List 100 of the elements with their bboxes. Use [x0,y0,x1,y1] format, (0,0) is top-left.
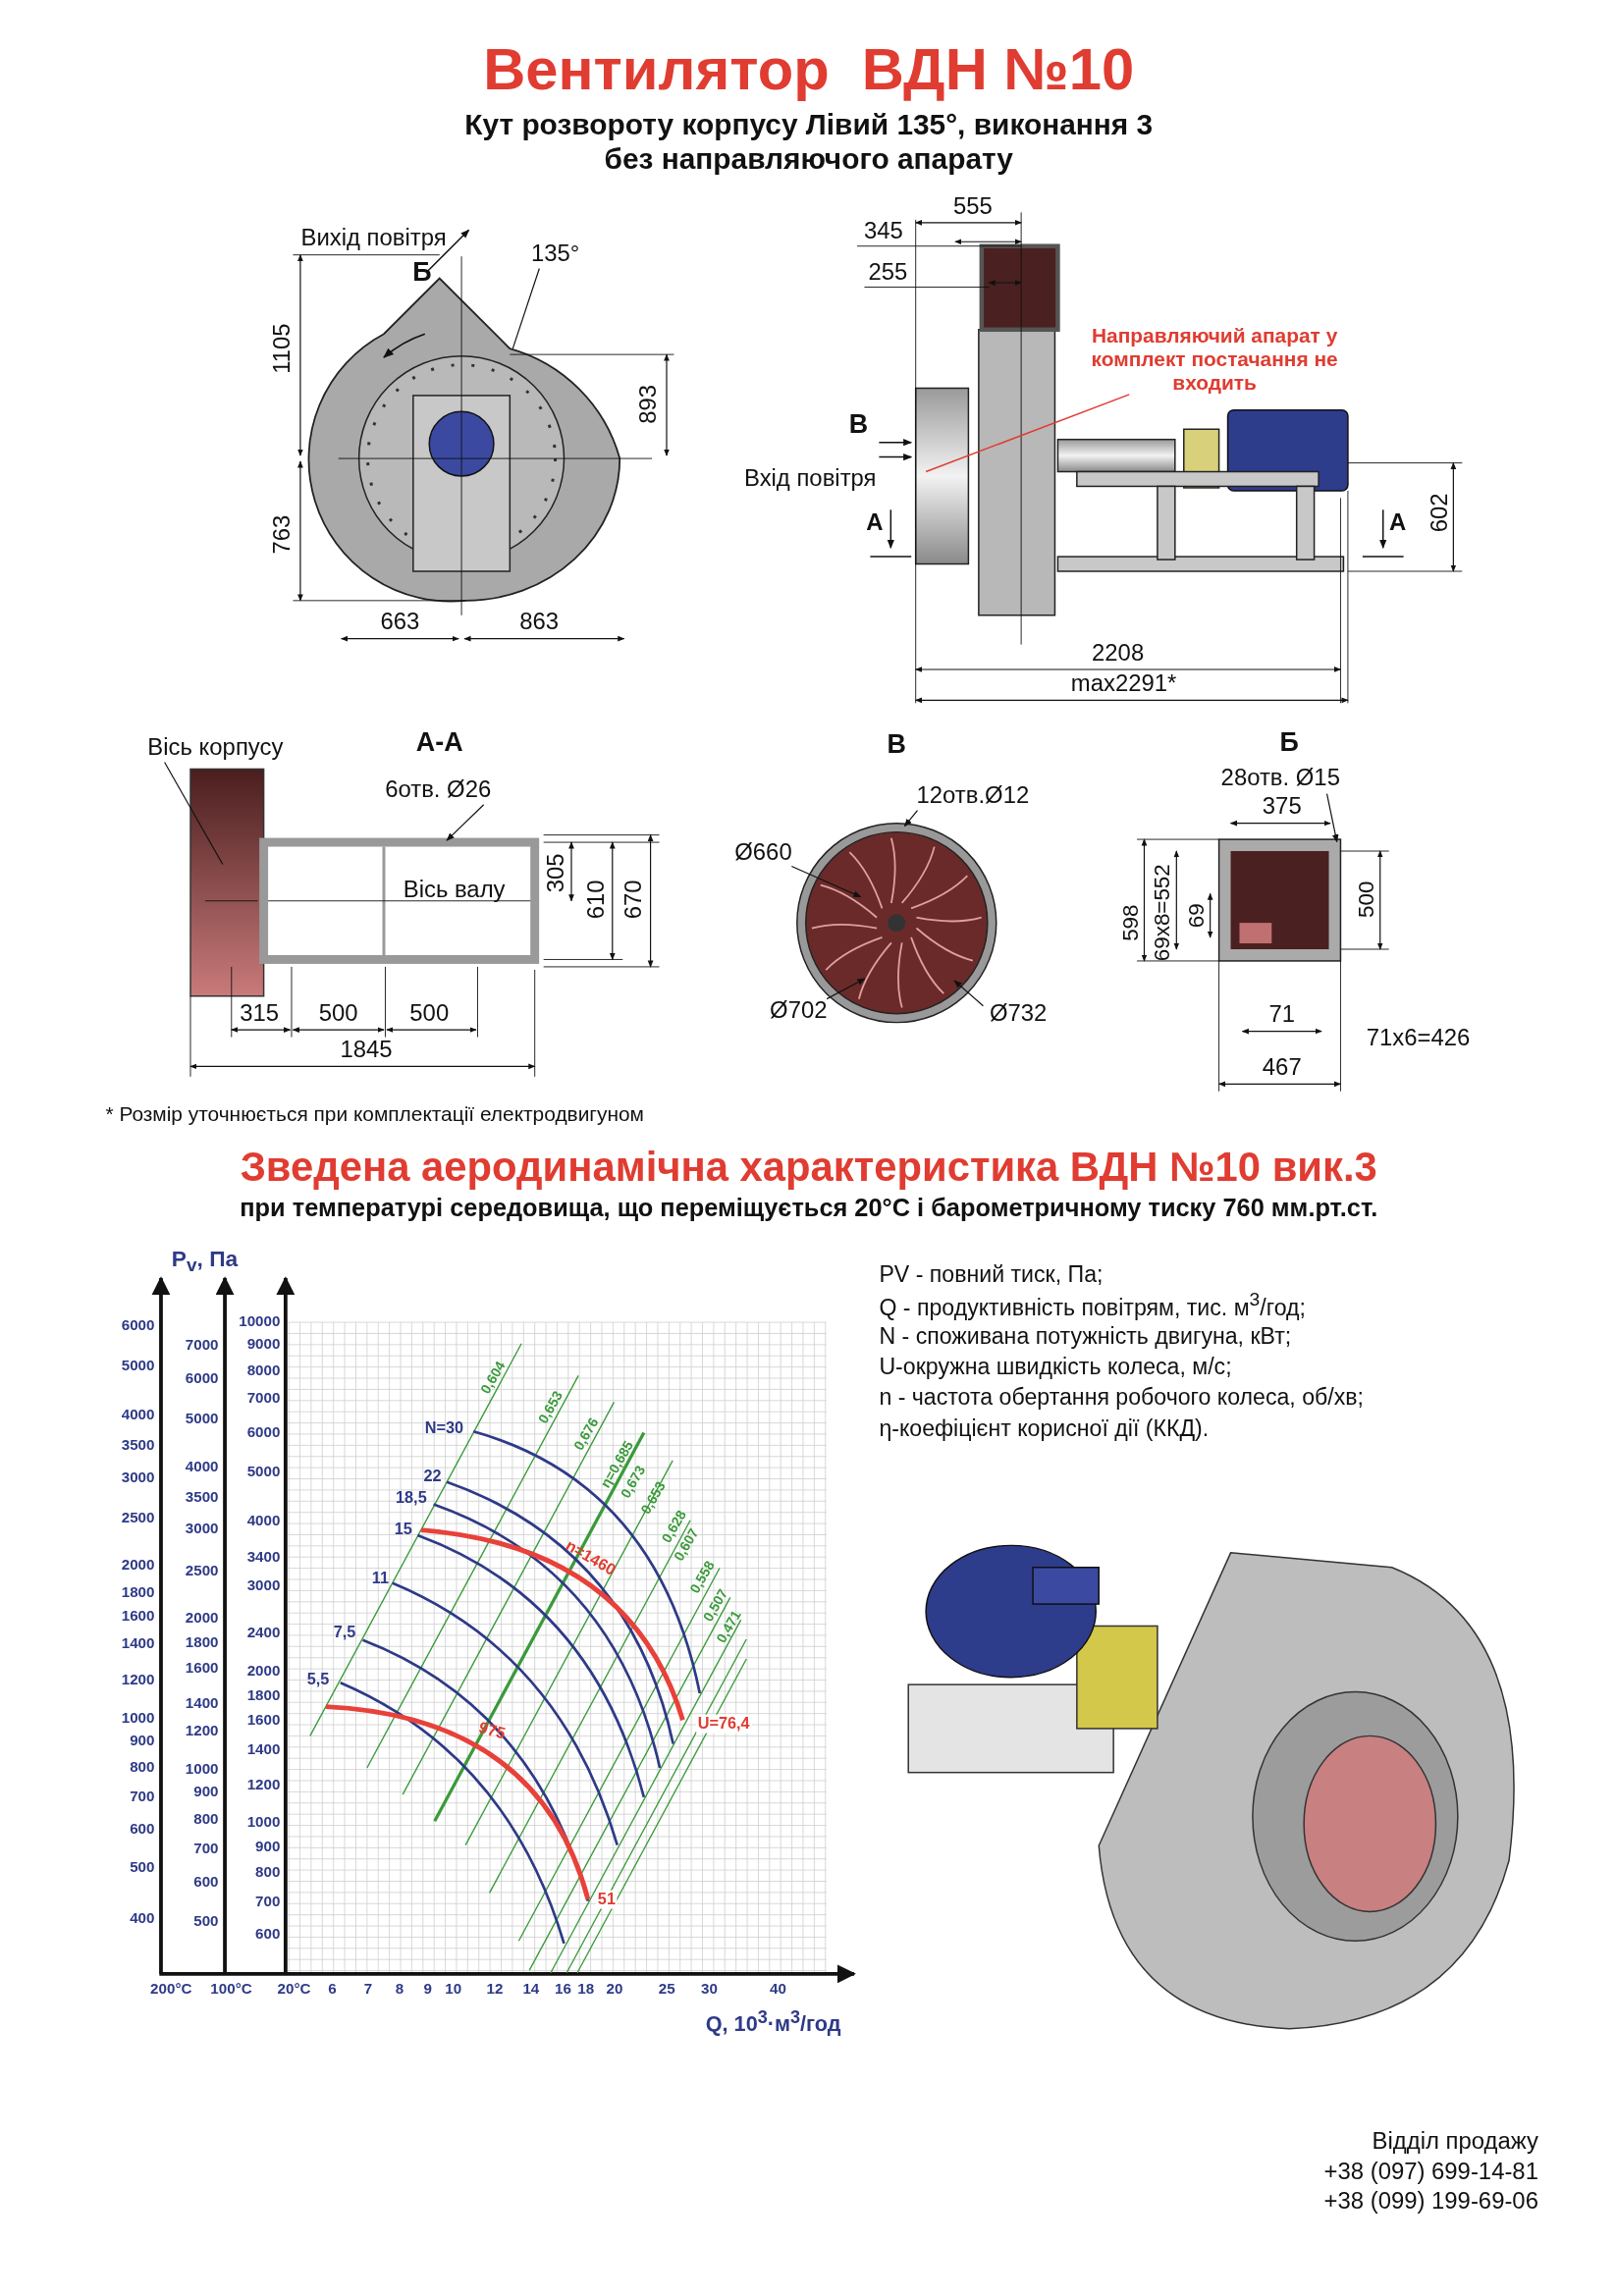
axis-tick-label: 12 [486,1979,504,1998]
dimension-text: 500 [318,999,358,1028]
callout-label: Ø660 [729,839,797,867]
axis-tick-label: 900 [255,1837,281,1855]
section-marker: А [1389,509,1407,537]
legend-note: Q - продуктивність повітрям, тис. м$^{3}$/год; [879,1290,1306,1321]
axis-tick-label: 6000 [185,1368,219,1387]
axis-tick-label: 1200 [121,1670,155,1688]
dimension-text: 71х6=426 [1366,1025,1471,1052]
leader-line [903,810,919,828]
curve-label: 11 [371,1568,389,1587]
axis-tick-label: 4000 [185,1458,219,1475]
section-title: А-А [415,727,463,759]
dimension-text: 598 [1116,904,1143,941]
axis-tick-label: 800 [130,1757,155,1775]
axis-tick-label: 20°С [277,1979,311,1998]
dimension-text: 255 [868,258,908,287]
dimension-text: 69 [1182,903,1209,929]
subtitle: при температурі середовища, що переміщується 20°С і барометричному тиску 760 мм.рт.ст. [240,1194,1378,1223]
axis-tick-label: 2000 [246,1661,281,1679]
dimension-text: 500 [409,999,450,1028]
dimension-text: 1845 [340,1037,393,1064]
dimension-text: 863 [519,609,560,636]
dimension-text: 375 [1262,793,1302,821]
view-marker: В [848,409,869,441]
contact-text: +38 (097) 699-14-81 [1323,2159,1538,2186]
axis-tick-label: 1400 [121,1634,155,1652]
axis-tick-label: 4000 [121,1406,155,1423]
legend-note: η-коефіцієнт корисної дії (ККД). [879,1415,1210,1442]
axis-tick-label: 5000 [121,1357,155,1374]
axis-tick-label: 800 [193,1810,219,1828]
axis-tick-label: 6 [328,1979,337,1998]
axis-tick-label: 700 [193,1839,219,1856]
leader-line [790,865,862,898]
legend-note: U-окружна швидкість колеса, м/с; [879,1354,1232,1380]
section-marker: А [866,509,884,537]
axis-tick-label: 5000 [246,1463,281,1480]
axis-tick-label: 1600 [121,1606,155,1624]
axis-tick-label: 1800 [121,1582,155,1601]
flow-label: Вхід повітря [743,465,877,493]
legend-note: n - частота обертання робочого колеса, об/хв; [879,1384,1365,1411]
axis-tick-label: 2000 [121,1555,155,1573]
axis-tick-label: 900 [193,1783,219,1800]
axis-tick-label: 30 [701,1979,718,1998]
axis-tick-label: 2000 [185,1608,219,1627]
axis-tick-label: 800 [255,1862,281,1880]
axis-tick-label: 500 [130,1858,155,1876]
axis-tick-label: 20 [606,1979,623,1998]
legend-note: N - споживана потужність двигуна, кВт; [879,1322,1292,1350]
dimension-text: 315 [240,999,280,1028]
axis-tick-label: 6000 [121,1315,155,1333]
axis-tick-label: 9 [423,1979,432,1998]
leader-line [953,980,985,1007]
leader-line [446,804,485,841]
axis-tick-label: 7000 [185,1335,219,1353]
dimension-text: 2208 [1092,639,1145,667]
axis-tick-label: 1400 [246,1740,281,1758]
dimension-text: 305 [543,853,569,893]
axis-title: Q, 10$^{3}$·м$^{3}$/год [705,2006,841,2036]
curve-label: 51 [596,1889,618,1908]
axis-tick-label: 3000 [121,1468,155,1486]
axis-tick-label: 1000 [246,1812,281,1831]
axis-tick-label: 4000 [246,1511,281,1528]
section-title: В [887,728,906,760]
callout-label: Ø732 [984,1000,1052,1028]
curve-label: 15 [394,1519,412,1538]
axis-tick-label: 200°С [150,1979,192,1998]
view-marker: Б [412,257,432,288]
axis-tick-label: 600 [130,1820,155,1838]
dimension-text: 602 [1427,493,1453,533]
footnote: * Розмір уточнюється при комплектації електродвигуном [105,1101,644,1126]
dimension-text: 763 [269,514,296,555]
axis-tick-label: 14 [522,1979,540,1998]
axis-label: Вісь валу [403,877,506,904]
curve-label: 5,5 [306,1669,330,1688]
dimension-text: 69х8=552 [1149,864,1175,962]
axis-tick-label: 8000 [246,1361,281,1378]
dimension-text: 71 [1268,1001,1296,1029]
dimension-text: 893 [635,384,662,424]
page-title: Вентилятор ВДН №10 [483,35,1135,103]
subtitle: Кут розвороту корпусу Лівий 135°, виконання 3 без направляючого апарату [464,108,1154,177]
dimension-text: 610 [582,880,609,920]
curve-label: 975 [476,1717,508,1742]
dimension-text: 467 [1262,1054,1302,1082]
dimension-text: 555 [952,192,993,221]
contact-text: Відділ продажу [1372,2128,1538,2156]
axis-tick-label: 1800 [185,1632,219,1651]
flow-label: Вихід повітря [300,225,447,252]
axis-tick-label: 400 [130,1908,155,1927]
callout-label: Ø702 [765,997,833,1025]
leader-line [826,978,866,1000]
legend-note: PV - повний тиск, Па; [879,1261,1104,1288]
axis-tick-label: 10 [445,1979,462,1998]
dimension-text: 663 [380,609,420,636]
callout-label: Вісь корпусу [140,733,291,762]
dimension-text: 345 [863,218,903,245]
curve-label: N=30 [424,1418,464,1437]
axis-tick-label: 16 [554,1979,571,1998]
axis-tick-label: 1000 [185,1760,219,1778]
axis-tick-label: 3400 [246,1547,281,1565]
